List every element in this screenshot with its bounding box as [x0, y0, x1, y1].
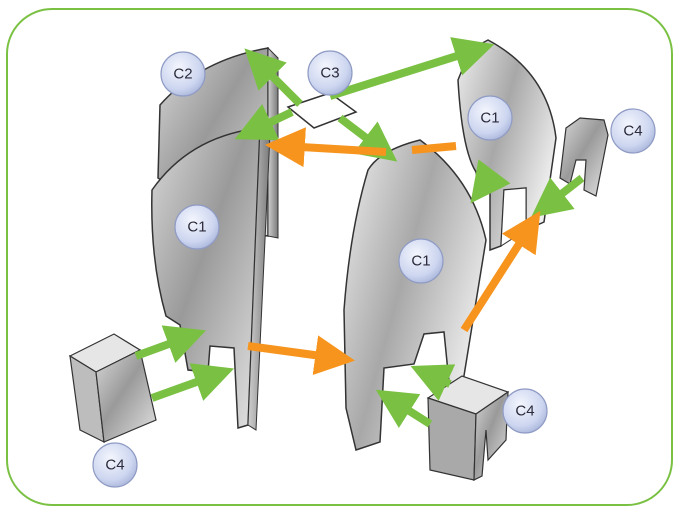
- label-c1-center: C1: [398, 238, 444, 284]
- label-c1-left: C1: [174, 204, 220, 250]
- connector-c4-bottom-left: [68, 333, 157, 444]
- label-c4-bottom-right: C4: [502, 388, 548, 434]
- label-c4-bottom-left-text: C4: [105, 457, 124, 474]
- orange-arrows: [247, 127, 541, 376]
- arrow-c3-to-c1-right: [328, 37, 495, 100]
- arrow-c4-to-c1-center-lower: [375, 389, 433, 429]
- plate-c3: [286, 92, 358, 129]
- label-c1-center-text: C1: [411, 253, 430, 270]
- arrow-c3-to-c2-lower: [234, 104, 294, 141]
- label-c2-text: C2: [173, 66, 192, 83]
- arrow-c3-to-c1-center: [337, 114, 398, 162]
- connector-c4-bottom-right: [426, 375, 510, 481]
- panel-c1-left: [151, 127, 271, 431]
- arrow-c4-to-c1-right: [530, 174, 585, 218]
- arrow-c1-center-to-c1-right-lower: [460, 210, 541, 333]
- arrow-c4-to-c1-center-upper: [410, 364, 456, 401]
- connector-c4-right: [559, 117, 609, 197]
- label-c4-bottom-left: C4: [92, 442, 138, 488]
- label-c1-right-text: C1: [480, 110, 499, 127]
- diagram-frame: [6, 8, 673, 506]
- arrow-c3-to-c2: [244, 48, 303, 107]
- arrow-c1-center-to-c1-right: [411, 142, 457, 154]
- label-c4-right-text: C4: [623, 123, 642, 140]
- label-c3-text: C3: [320, 65, 339, 82]
- arrow-c4-to-c1-left-upper: [134, 325, 207, 363]
- label-c2: C2: [160, 51, 206, 97]
- label-c4-bottom-right-text: C4: [515, 403, 534, 420]
- label-c4-right: C4: [610, 108, 656, 154]
- green-arrows: [134, 37, 585, 429]
- label-c3: C3: [307, 50, 353, 96]
- arrow-c1-center-to-c2: [264, 127, 387, 168]
- arrow-c1-right-slot: [470, 159, 511, 204]
- arrow-c1-left-to-c1-center: [247, 335, 356, 376]
- label-c1-left-text: C1: [187, 219, 206, 236]
- label-c1-right: C1: [467, 95, 513, 141]
- arrow-c4-to-c1-left-lower: [150, 363, 235, 402]
